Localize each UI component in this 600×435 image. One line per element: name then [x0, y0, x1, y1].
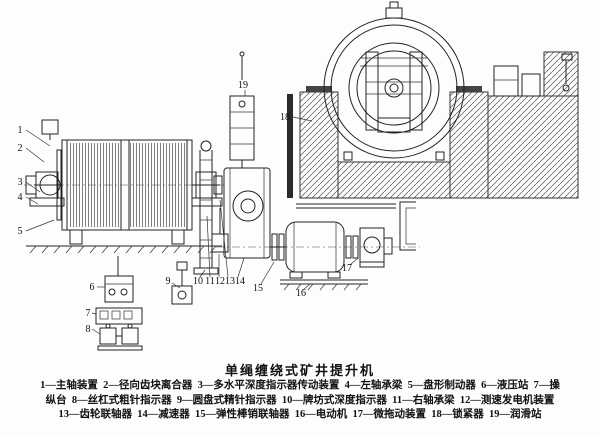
legend-line-3: 13—齿轮联轴器 14—减速器 15—弹性棒销联轴器 16—电动机 17—微拖动… [58, 409, 542, 420]
elastic-coupling [271, 233, 285, 261]
lubrication-station [229, 51, 255, 168]
legend: 1—主轴装置 2—径向齿块离合器 3—多水平深度指示器传动装置 4—左轴承梁 5… [0, 379, 600, 423]
drawing-svg: 1 2 3 4 5 6 7 8 9 10 11 12 13 14 15 16 1… [18, 1, 579, 351]
part-label-18: 18 [280, 112, 290, 123]
drum-assembly [26, 119, 222, 254]
part-label-16: 16 [296, 288, 306, 299]
coupling-tacho [211, 175, 229, 253]
legend-line-1: 1—主轴装置 2—径向齿块离合器 3—多水平深度指示器传动装置 4—左轴承梁 5… [40, 380, 560, 391]
sectional-view [287, 1, 579, 199]
part-label-12: 12 [215, 276, 225, 287]
depth-indicator-frame [193, 140, 219, 275]
technical-drawing: 1 2 3 4 5 6 7 8 9 10 11 12 13 14 15 16 1… [18, 1, 579, 351]
reducer [223, 167, 286, 259]
leader-lines [25, 90, 359, 335]
part-label-6: 6 [90, 282, 95, 293]
part-label-2: 2 [18, 143, 23, 154]
part-label-10: 10 [193, 276, 203, 287]
console-group [95, 256, 143, 351]
part-label-3: 3 [18, 177, 23, 188]
wall-bracket [296, 201, 416, 251]
legend-line-2: 纵台 8—丝杠式粗针指示器 9—圆盘式精针指示器 10—牌坊式深度指示器 11—… [45, 394, 555, 406]
part-label-15: 15 [253, 283, 263, 294]
part-label-4: 4 [18, 192, 23, 203]
part-label-5: 5 [18, 226, 23, 237]
left-bearing-clutch [25, 171, 65, 207]
right-bearing [191, 171, 223, 207]
part-label-17: 17 [342, 263, 352, 274]
part-label-11: 11 [205, 276, 215, 287]
part-label-9: 9 [166, 276, 171, 287]
part-label-14: 14 [235, 276, 245, 287]
part-label-8: 8 [86, 324, 91, 335]
part-label-13: 13 [225, 276, 235, 287]
part-label-1: 1 [18, 125, 23, 136]
part-label-7: 7 [86, 308, 91, 319]
micro-drive [345, 227, 393, 268]
diagram-title: 单绳缠绕式矿井提升机 [224, 363, 375, 378]
part-labels: 1 2 3 4 5 6 7 8 9 10 11 12 13 14 15 16 1… [18, 80, 353, 335]
part-label-19: 19 [238, 80, 248, 91]
fine-pointer-indicator [171, 261, 193, 305]
motor [280, 221, 368, 291]
